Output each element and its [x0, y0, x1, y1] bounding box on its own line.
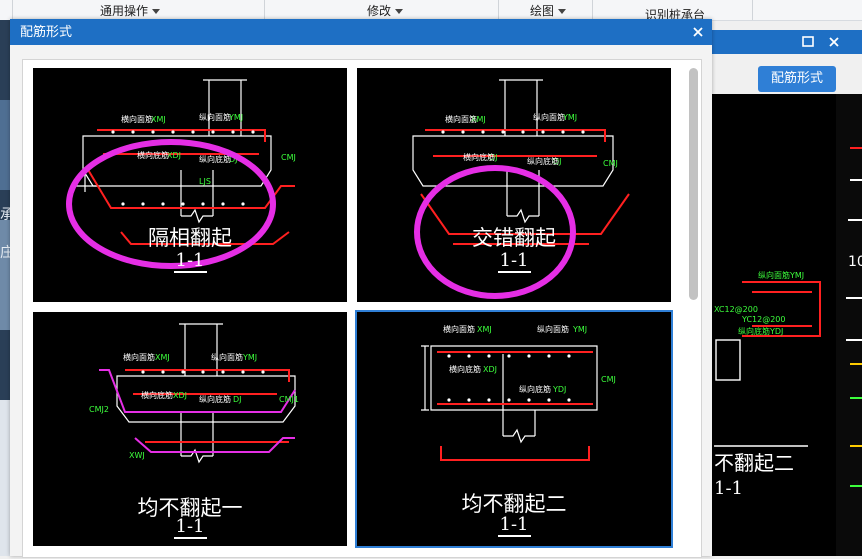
dialog-titlebar: 配筋形式 [10, 19, 712, 45]
svg-text:横向面筋: 横向面筋 [121, 114, 153, 124]
background-side-rail: 10 [836, 94, 862, 556]
rebar-form-option-staggered-bend-up[interactable]: XMJ YMJ DJ DJ CMJ 横向面筋 纵向面筋 横向底筋 纵向底筋 交错翻起 1… [357, 68, 671, 302]
option-caption: 交错翻起 [472, 226, 556, 250]
dialog-title: 配筋形式 [20, 25, 73, 40]
section-text: 1-1 [497, 250, 531, 273]
toolbar-divider [752, 0, 753, 20]
svg-text:YMJ: YMJ [242, 353, 257, 362]
toolbar-menu-general[interactable]: 通用操作 [80, 0, 180, 20]
svg-text:YMJ: YMJ [228, 113, 243, 122]
svg-text:横向面筋: 横向面筋 [443, 324, 475, 334]
svg-text:纵向底筋: 纵向底筋 [199, 394, 231, 404]
svg-text:DJ: DJ [229, 155, 238, 164]
svg-text:DJ: DJ [233, 395, 242, 404]
section-text: 1-1 [497, 514, 531, 537]
close-icon[interactable] [826, 34, 842, 50]
svg-text:1-1: 1-1 [714, 478, 743, 499]
option-section-label: 1-1 [357, 514, 671, 537]
svg-text:横向面筋: 横向面筋 [445, 114, 477, 124]
toolbar-label: 通用操作 [99, 4, 148, 18]
chevron-down-icon [558, 9, 566, 14]
scrollbar-thumb[interactable] [689, 68, 698, 300]
svg-text:纵向底筋: 纵向底筋 [519, 384, 551, 394]
toolbar-label: 修改 [366, 4, 391, 18]
svg-text:横向底筋: 横向底筋 [463, 152, 495, 162]
left-panel-band [0, 220, 12, 330]
toolbar-menu-modify[interactable]: 修改 [340, 0, 430, 20]
svg-text:XDJ: XDJ [173, 391, 187, 400]
option-caption: 均不翻起一 [137, 496, 243, 520]
section-text: 1-1 [173, 250, 207, 273]
option-section-label: 1-1 [33, 516, 347, 539]
section-text: 1-1 [173, 516, 207, 539]
svg-text:纵向底筋: 纵向底筋 [527, 156, 559, 166]
svg-text:不翻起二: 不翻起二 [714, 451, 794, 475]
rebar-form-dialog: 配筋形式 [10, 19, 712, 558]
app-toolbar: 通用操作 修改 绘图 识别桩承台 [0, 0, 862, 22]
svg-text:XC12@200: XC12@200 [714, 305, 758, 314]
option-section-label: 1-1 [357, 250, 671, 273]
svg-text:纵向面筋: 纵向面筋 [533, 112, 565, 122]
svg-text:XDJ: XDJ [483, 365, 497, 374]
toolbar-label: 绘图 [529, 4, 554, 18]
svg-text:横向底筋: 横向底筋 [137, 150, 169, 160]
rebar-form-button[interactable]: 配筋形式 [758, 66, 836, 92]
svg-text:XMJ: XMJ [155, 353, 170, 362]
toolbar-divider [264, 0, 265, 20]
svg-text:纵向面筋: 纵向面筋 [211, 352, 243, 362]
gallery-scrollbar[interactable] [689, 64, 698, 550]
toolbar-divider [498, 0, 499, 20]
svg-text:XDJ: XDJ [167, 151, 181, 160]
option-section-label: 1-1 [33, 250, 347, 273]
svg-text:横向面筋: 横向面筋 [123, 352, 155, 362]
background-window: 配筋形式 纵向面筋YMJ XC12@200 YC12@200 纵向底筋YDJ 不… [712, 26, 862, 556]
svg-text:CMJ: CMJ [601, 375, 616, 384]
toolbar-divider [12, 0, 13, 20]
svg-text:CMJ: CMJ [281, 153, 296, 162]
svg-text:YMJ: YMJ [572, 325, 587, 334]
svg-text:横向底筋: 横向底筋 [449, 364, 481, 374]
background-cad-canvas: 纵向面筋YMJ XC12@200 YC12@200 纵向底筋YDJ 不翻起二 1… [712, 94, 836, 556]
svg-text:YDJ: YDJ [552, 385, 566, 394]
svg-text:纵向面筋: 纵向面筋 [199, 112, 231, 122]
svg-text:纵向底筋: 纵向底筋 [199, 154, 231, 164]
left-panel-band [0, 100, 12, 190]
side-rail-mark: 10 [848, 254, 862, 270]
svg-text:DJ: DJ [553, 157, 562, 166]
chevron-down-icon [152, 9, 160, 14]
svg-text:XMJ: XMJ [477, 325, 492, 334]
toolbar-recognize-pile-cap[interactable]: 识别桩承台 [644, 8, 705, 22]
left-background-panel: 承 庄 [0, 20, 14, 556]
close-icon[interactable] [690, 24, 706, 40]
option-caption: 隔相翻起 [148, 226, 232, 250]
svg-text:XMJ: XMJ [471, 115, 486, 124]
svg-text:纵向面筋: 纵向面筋 [537, 324, 569, 334]
svg-text:横向底筋: 横向底筋 [141, 390, 173, 400]
rebar-form-option-no-bend-two[interactable]: XMJ YMJ XDJ YDJ CMJ 横向面筋 纵向面筋 横向底筋纵向底筋 均不翻起… [357, 312, 671, 546]
option-caption: 均不翻起二 [461, 492, 567, 516]
svg-text:LJS: LJS [199, 177, 211, 186]
svg-text:CMJ1: CMJ1 [279, 395, 299, 404]
svg-text:XWJ: XWJ [129, 451, 145, 460]
svg-text:XMJ: XMJ [151, 115, 166, 124]
background-window-titlebar [712, 30, 862, 54]
toolbar-menu-draw[interactable]: 绘图 [510, 0, 586, 20]
svg-text:YMJ: YMJ [562, 113, 577, 122]
toolbar-divider [592, 0, 593, 20]
svg-text:CMJ2: CMJ2 [89, 405, 109, 414]
maximize-icon[interactable] [800, 34, 816, 50]
rebar-form-option-alternate-bend-up[interactable]: XMJ YMJ XDJ DJ CMJ LJS 横向面筋 纵向面筋 横向底筋 纵向底筋 隔相… [33, 68, 347, 302]
svg-text:YC12@200: YC12@200 [741, 315, 785, 324]
svg-text:CMJ: CMJ [603, 159, 618, 168]
chevron-down-icon [395, 9, 403, 14]
left-panel-band [0, 400, 12, 556]
svg-text:纵向面筋YMJ: 纵向面筋YMJ [758, 270, 804, 280]
svg-text:DJ: DJ [489, 153, 498, 162]
rebar-form-option-no-bend-one[interactable]: XMJ YMJ XDJ DJ CMJ2 CMJ1 XWJ 横向面筋 纵向面筋 横向底筋 纵… [33, 312, 347, 546]
svg-text:纵向底筋YDJ: 纵向底筋YDJ [738, 326, 783, 336]
